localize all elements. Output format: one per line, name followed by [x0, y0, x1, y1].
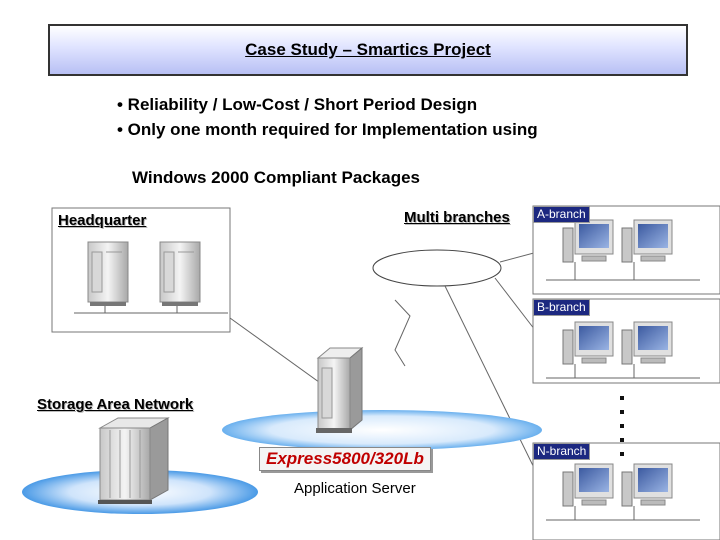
storage-area-network-label: Storage Area Network	[37, 396, 194, 413]
a-branch-tag: A-branch	[533, 206, 590, 223]
hq-to-app-line	[229, 317, 331, 391]
wan-to-n-branch-line	[444, 285, 541, 481]
a-branch-pc-2	[621, 219, 673, 263]
storage-array	[98, 417, 170, 504]
b-branch-pc-1	[562, 321, 614, 365]
ellipsis-dots	[620, 396, 624, 456]
slide-title: Case Study – Smartics Project	[245, 40, 491, 59]
wan-to-app-line	[394, 299, 411, 367]
a-branch-pc-1	[562, 219, 614, 263]
server-model-label: Express5800/320Lb	[259, 447, 431, 471]
subtitle: Windows 2000 Compliant Packages	[132, 168, 420, 187]
wan-ellipse	[372, 249, 502, 287]
b-branch-tag: B-branch	[533, 299, 590, 316]
bullet-2: • Only one month required for Implementa…	[117, 120, 538, 139]
headquarter-label: Headquarter	[58, 212, 147, 229]
n-branch-pc-1	[562, 463, 614, 507]
application-server-label: Application Server	[294, 480, 416, 497]
bullet-1: • Reliability / Low-Cost / Short Period …	[117, 95, 478, 114]
b-branch-pc-2	[621, 321, 673, 365]
san-upper-ellipse	[222, 410, 542, 450]
n-branch-tag: N-branch	[533, 443, 591, 460]
wan-to-b-branch-line	[494, 277, 536, 331]
title-banner: Case Study – Smartics Project	[48, 24, 688, 76]
application-server-tower	[316, 346, 364, 433]
hq-server-2	[159, 241, 201, 306]
n-branch-pc-2	[621, 463, 673, 507]
multi-branches-label: Multi branches	[404, 209, 510, 226]
hq-server-1	[87, 241, 129, 306]
